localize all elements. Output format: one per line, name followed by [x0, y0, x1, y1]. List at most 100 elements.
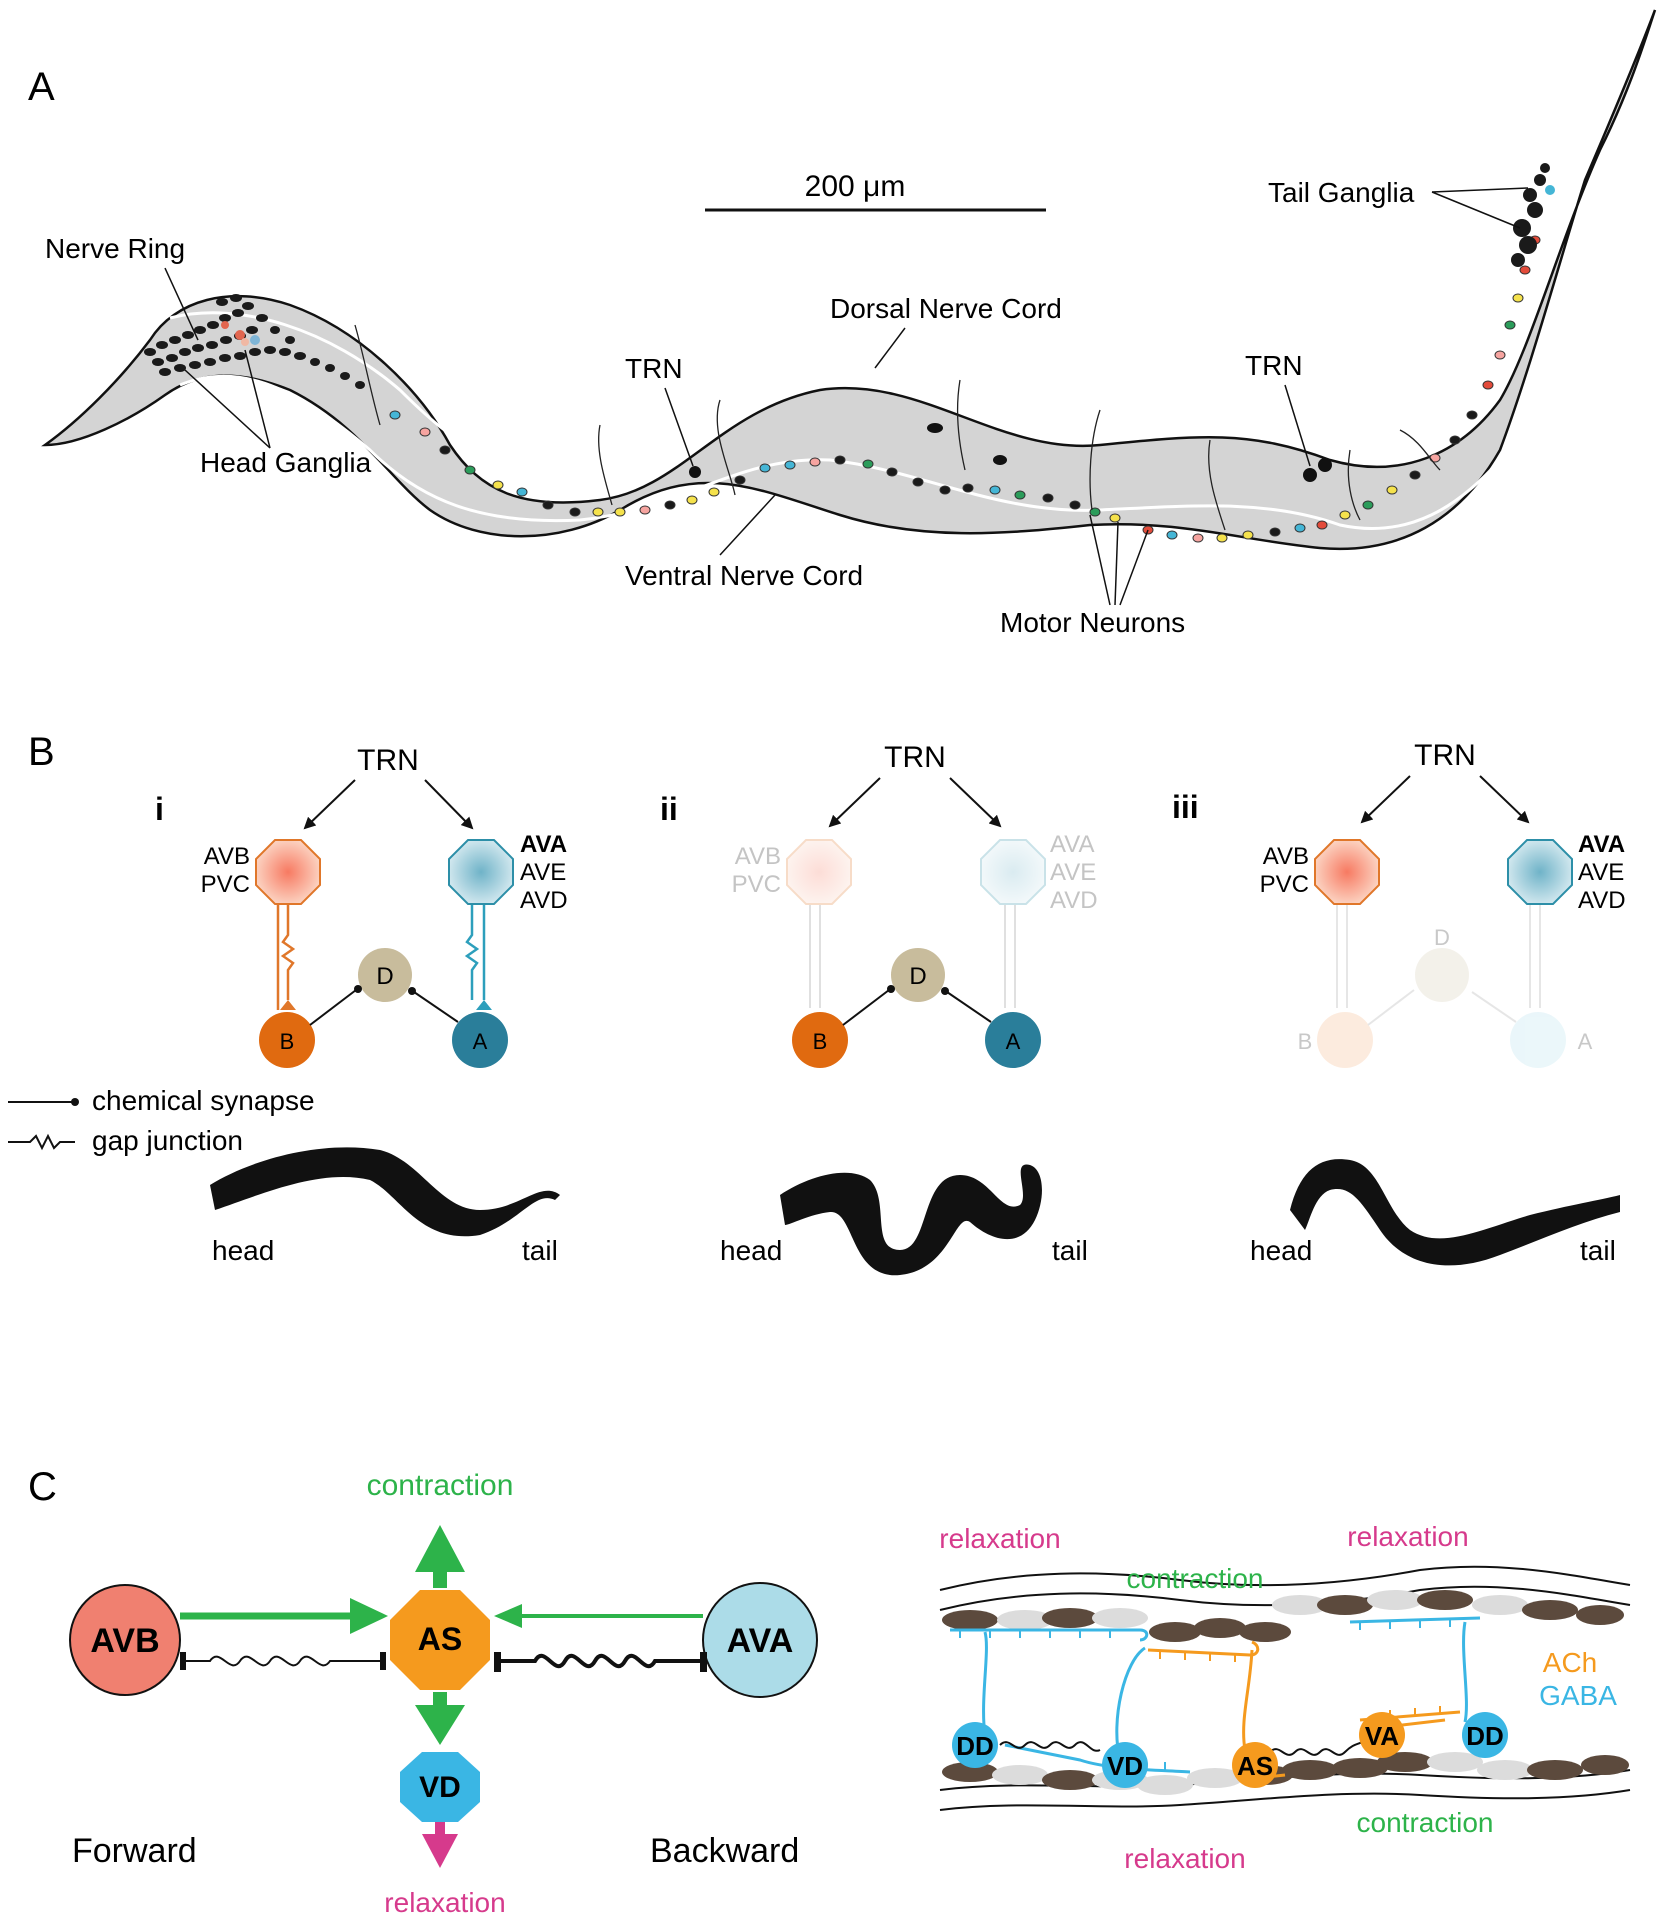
head-neuron-blue — [250, 335, 260, 345]
pointer-motor-neurons-2 — [1114, 521, 1119, 606]
gap-ava-a-i — [464, 905, 480, 1000]
pointer-trn-left — [664, 387, 694, 467]
relaxation-top-right-label: relaxation — [1347, 1521, 1468, 1552]
label-motor-neurons: Motor Neurons — [1000, 607, 1185, 638]
va-neuron — [1359, 1712, 1405, 1758]
vd-node — [400, 1752, 480, 1822]
subpanel-iii: iii TRN AVB PVC AVA AVE AVD D — [1172, 739, 1626, 1266]
ave-label-iii: AVE — [1578, 859, 1624, 886]
arrow-trn-avb-ii — [828, 777, 881, 828]
arrow-down-head — [415, 1705, 465, 1745]
synapse-a-d-end-ii — [941, 987, 949, 995]
legend-chemical-end — [71, 1098, 79, 1106]
panel-c-right: DD VD AS VA DD relaxation relaxation con… — [939, 1521, 1631, 1874]
numeral-iii: iii — [1172, 789, 1199, 825]
head-label-iii: head — [1250, 1235, 1312, 1266]
gap-avb-as-cap-left — [180, 1652, 186, 1670]
worm-inner-line-2 — [179, 374, 1502, 530]
avb-octagon-ii — [786, 839, 852, 905]
subpanel-ii: ii TRN AVB PVC AVA AVE AVD D B A — [660, 741, 1098, 1276]
node-a-label-ii: A — [1006, 1029, 1021, 1054]
tail-label-iii: tail — [1580, 1235, 1616, 1266]
synapse-avb-b-i — [280, 1000, 296, 1010]
avb-label-iii: AVB — [1263, 843, 1309, 870]
ava-label-i: AVA — [520, 831, 567, 858]
label-dorsal-nerve-cord: Dorsal Nerve Cord — [830, 293, 1062, 324]
node-d-iii — [1415, 948, 1469, 1002]
body-wall-top-outer — [939, 1565, 1631, 1591]
synapse-a-d-ii — [946, 991, 992, 1023]
synapse-b-d-end-ii — [887, 985, 895, 993]
vd-neuron-label: VD — [1107, 1751, 1143, 1781]
node-d-label-ii: D — [909, 963, 926, 990]
dd-neuron-left-label: DD — [956, 1731, 994, 1761]
legend-gap-label: gap junction — [92, 1125, 243, 1156]
label-trn-right: TRN — [1245, 350, 1303, 381]
synapse-b-d-ii — [842, 989, 890, 1026]
vd-neuron — [1102, 1742, 1148, 1788]
arrow-avb-as-head — [350, 1598, 388, 1634]
trn-left-dot — [689, 466, 701, 478]
as-neuron — [1232, 1742, 1278, 1788]
legend: chemical synapse gap junction — [8, 1085, 315, 1156]
worm-silhouette-iii — [1290, 1159, 1620, 1266]
subpanel-i: i TRN AVB PVC AVA AVE AVD D B A — [155, 744, 568, 1266]
arrow-ava-as-head — [494, 1604, 522, 1628]
arrow-up-contraction — [415, 1525, 465, 1572]
ava-octagon-ii — [980, 839, 1046, 905]
node-d-label-iii: D — [1434, 925, 1450, 950]
worm-inner-line — [169, 169, 1582, 480]
arrow-relax-head — [422, 1834, 458, 1868]
avb-node-label: AVB — [90, 1622, 159, 1660]
tail-ganglia-cluster — [1511, 163, 1550, 267]
numeral-ii: ii — [660, 791, 678, 827]
gap-avb-b-i — [280, 905, 296, 1000]
top-muscles — [942, 1590, 1624, 1642]
as-node-label: AS — [418, 1621, 462, 1657]
gap-avb-as-cap-right — [380, 1652, 386, 1670]
ach-label: ACh — [1543, 1647, 1597, 1678]
panel-b-label: B — [28, 730, 55, 774]
avb-label-i: AVB — [204, 843, 250, 870]
scale-bar-label: 200 μm — [805, 170, 906, 203]
synapse-ticks-orange — [1159, 1651, 1441, 1718]
worm-silhouette-i — [210, 1147, 560, 1237]
synapse-b-d-iii — [1367, 989, 1415, 1026]
head-neuron-red-2 — [221, 321, 229, 329]
node-a-label-i: A — [473, 1029, 488, 1054]
worm-silhouette-ii — [780, 1164, 1042, 1276]
node-d-ii — [891, 948, 945, 1002]
va-neuron-label: VA — [1365, 1721, 1399, 1751]
commissures — [354, 324, 1441, 531]
pvc-label-ii: PVC — [732, 871, 781, 898]
node-a-ii — [985, 1012, 1041, 1068]
pointer-motor-neurons-3 — [1119, 529, 1149, 606]
ava-node — [702, 1582, 818, 1698]
node-d-label-i: D — [376, 963, 393, 990]
as-neuron-label: AS — [1237, 1751, 1273, 1781]
panel-c-label: C — [28, 1465, 57, 1509]
arrow-trn-avb-iii — [1360, 775, 1411, 824]
contraction-label-left: contraction — [367, 1469, 514, 1502]
pointer-tail-ganglia-1 — [1431, 187, 1529, 193]
worm-body-outline — [41, 9, 1657, 551]
vd-node-label: VD — [419, 1771, 461, 1804]
arrow-relax-stem — [435, 1822, 445, 1834]
gap-ava-as-cap-right — [700, 1652, 707, 1672]
pointer-head-ganglia-1 — [184, 369, 271, 449]
gap-avb-as-wave — [186, 1655, 380, 1667]
body-wall-bottom-outer — [939, 1789, 1631, 1811]
head-neuron-pink — [241, 338, 249, 346]
bottom-muscles — [942, 1752, 1629, 1795]
head-ganglia-cluster — [144, 294, 365, 389]
ave-label-ii: AVE — [1050, 859, 1096, 886]
relaxation-bottom-label: relaxation — [1124, 1843, 1245, 1874]
avb-node — [69, 1584, 181, 1696]
head-neuron-red — [235, 330, 245, 340]
pointer-trn-right — [1284, 384, 1311, 467]
arrow-trn-avb-i — [303, 779, 356, 830]
gap-ava-as-wave — [501, 1653, 700, 1669]
label-trn-left: TRN — [625, 353, 683, 384]
synapse-a-d-iii — [1471, 991, 1517, 1023]
trn-label-i: TRN — [357, 744, 419, 777]
